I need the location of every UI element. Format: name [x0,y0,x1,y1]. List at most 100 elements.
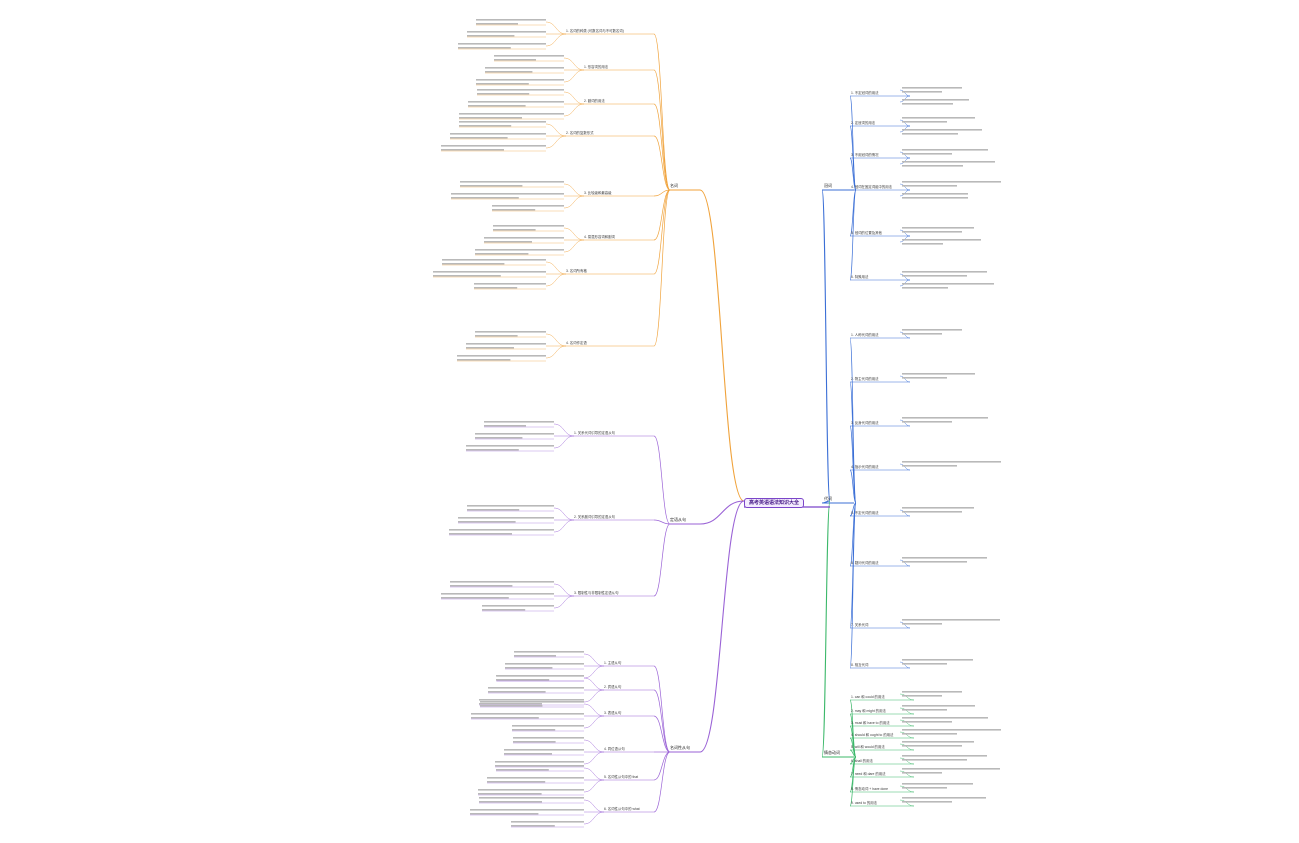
pron-item-2[interactable]: 3. 反身代词的用法 [851,421,879,425]
article-item-0[interactable]: 1. 不定冠词的用法 [851,91,879,95]
attr_clause-item-1[interactable]: 2. 关系副词引导的定语从句 [574,515,616,519]
modal-item-6[interactable]: 7. need 和 dare 的用法 [851,772,886,776]
pron-item-1[interactable]: 2. 物主代词的用法 [851,377,879,381]
pron-item-5[interactable]: 6. 疑问代词的用法 [851,561,879,565]
pron-item-3[interactable]: 4. 指示代词的用法 [851,465,879,469]
adj-leaf-link-2-0 [563,183,585,197]
noun_clause-item-2[interactable]: 3. 表语从句 [604,711,622,715]
noun_clause-leaf-text2-1-1 [488,691,546,693]
noun_clause-leaf-text-3-1 [504,749,584,751]
article-item-5[interactable]: 6. 特殊用法 [851,275,869,279]
attr_clause-leaf-text-1-0 [467,505,554,507]
noun_clause-leaf-text2-0-1 [505,667,553,669]
modal-item-7[interactable]: 8. 情态动词 + have done [851,787,889,791]
adj-item-1[interactable]: 2. 副词的用法 [584,99,605,103]
noun-leaf-text-2-0 [442,259,546,261]
noun_clause-leaf-link-2-2 [583,715,605,729]
article-item-4[interactable]: 5. 冠词的位置及其他 [851,231,882,235]
branch-article[interactable]: 冠词 [824,183,832,188]
noun_clause-leaf-link-1-2 [583,689,605,703]
root-topic[interactable]: 高考英语语法知识大全 [744,498,805,509]
noun_clause-leaf-text-2-0 [480,701,584,703]
adj-link-1 [653,103,671,191]
attr_clause-item-2[interactable]: 3. 限制性与非限制性定语从句 [574,591,619,595]
noun_clause-leaf-text2-4-0 [496,769,549,771]
noun_clause-leaf-text2-2-0 [480,705,543,707]
article-leaf-text2-0-0 [902,91,942,93]
noun-item-0[interactable]: 1. 名词的种类 (可数名词与不可数名词) [566,29,624,33]
article-item-1[interactable]: 2. 定冠词的用法 [851,121,876,125]
pron-leaf-text2-2-0 [902,421,952,423]
attr_clause-item-0[interactable]: 1. 关系代词引导的定语从句 [574,431,616,435]
noun-item-3[interactable]: 4. 名词作定语 [566,341,587,345]
attr_clause-leaf-text-2-0 [450,581,554,583]
attr_clause-leaf-text2-0-0 [484,425,526,427]
adj-item-2[interactable]: 3. 比较级和最高级 [584,191,612,195]
noun_clause-leaf-link-0-2 [583,665,605,679]
pron-item-6[interactable]: 7. 关系代词 [851,623,869,627]
noun-leaf-text2-1-0 [459,125,512,127]
pron-item-7[interactable]: 8. 相互代词 [851,663,869,667]
attr_clause-leaf-text2-1-1 [458,521,516,523]
article-leaf-link-0-0 [899,89,911,97]
article-leaf-text2-4-1 [902,243,943,245]
attr_clause-leaf-text2-0-2 [466,449,519,451]
modal-item-0[interactable]: 1. can 和 could 的用法 [851,695,885,699]
noun_clause-item-4[interactable]: 5. 名词性从句中的 that [604,775,639,779]
attr_clause-leaf-link-1-0 [553,507,575,521]
adj-leaf-text2-2-0 [460,185,523,187]
noun_clause-item-3[interactable]: 4. 同位语从句 [604,747,625,751]
adj-leaf-link-0-0 [563,57,585,71]
modal-item-3[interactable]: 4. should 和 ought to 的用法 [851,733,894,737]
noun-leaf-link-3-0 [545,333,567,347]
noun_clause-leaf-text2-1-0 [497,679,550,681]
noun-leaf-text2-2-0 [442,263,505,265]
noun-leaf-text-3-2 [457,355,546,357]
article-leaf-text2-3-1 [902,197,968,199]
branch-noun_clause[interactable]: 名词性从句 [670,745,690,750]
noun-leaf-link-1-2 [545,135,567,149]
branch-noun[interactable]: 名词 [670,183,678,188]
adj-leaf-link-1-0 [563,91,585,105]
pron-leaf-text-5-0 [902,557,987,559]
noun-item-2[interactable]: 3. 名词所有格 [566,269,587,273]
adj-item-0[interactable]: 1. 形容词的用法 [584,65,609,69]
noun_clause-item-0[interactable]: 1. 主语从句 [604,661,622,665]
article-item-2[interactable]: 3. 不用冠词的情况 [851,153,879,157]
noun_clause-leaf-link-5-2 [583,811,605,825]
pron-link-7 [849,502,857,669]
branch-modal[interactable]: 情态动词 [824,750,840,755]
article-leaf-link-5-0 [899,273,911,281]
article-leaf-text-5-1 [902,283,994,285]
noun_clause-item-1[interactable]: 2. 宾语从句 [604,685,622,689]
noun_clause-leaf-text-2-1 [471,713,584,715]
attr_clause-leaf-text-2-2 [482,605,554,607]
modal-item-4[interactable]: 5. will 和 would 的用法 [851,745,885,749]
modal-leaf-text-3-0 [902,729,1001,731]
modal-item-1[interactable]: 2. may 和 might 的用法 [851,709,886,713]
article-leaf-text-2-0 [902,149,988,151]
pron-leaf-link-6-0 [899,621,911,629]
article-leaf-text2-1-1 [902,133,958,135]
article-item-3[interactable]: 4. 冠词在固定词组中的用法 [851,185,893,189]
noun_clause-leaf-text-1-2 [479,699,584,701]
adj-leaf-text-3-2 [475,249,564,251]
noun-leaf-text2-2-2 [474,287,518,289]
branch-attr_clause[interactable]: 定语从句 [670,517,686,522]
adj-item-3[interactable]: 4. 易混形容词和副词 [584,235,615,239]
pron-item-4[interactable]: 5. 不定代词的用法 [851,511,879,515]
noun_clause-item-5[interactable]: 6. 名词性从句中的 what [604,807,640,811]
modal-item-8[interactable]: 9. used to 的用法 [851,801,878,805]
modal-leaf-text-0-0 [902,691,962,693]
branch-link-modal [821,500,831,758]
noun-item-1[interactable]: 2. 名词的复数形式 [566,131,594,135]
noun_clause-link-1 [653,689,671,753]
modal-item-5[interactable]: 6. shall 的用法 [851,759,873,763]
pron-item-0[interactable]: 1. 人称代词的用法 [851,333,879,337]
noun-leaf-text-2-1 [433,271,546,273]
noun_clause-leaf-text-4-1 [487,777,584,779]
noun-leaf-text2-3-0 [475,335,518,337]
branch-pron[interactable]: 代词 [824,496,832,501]
modal-item-2[interactable]: 3. must 和 have to 的用法 [851,721,890,725]
adj-leaf-link-2-2 [563,195,585,209]
